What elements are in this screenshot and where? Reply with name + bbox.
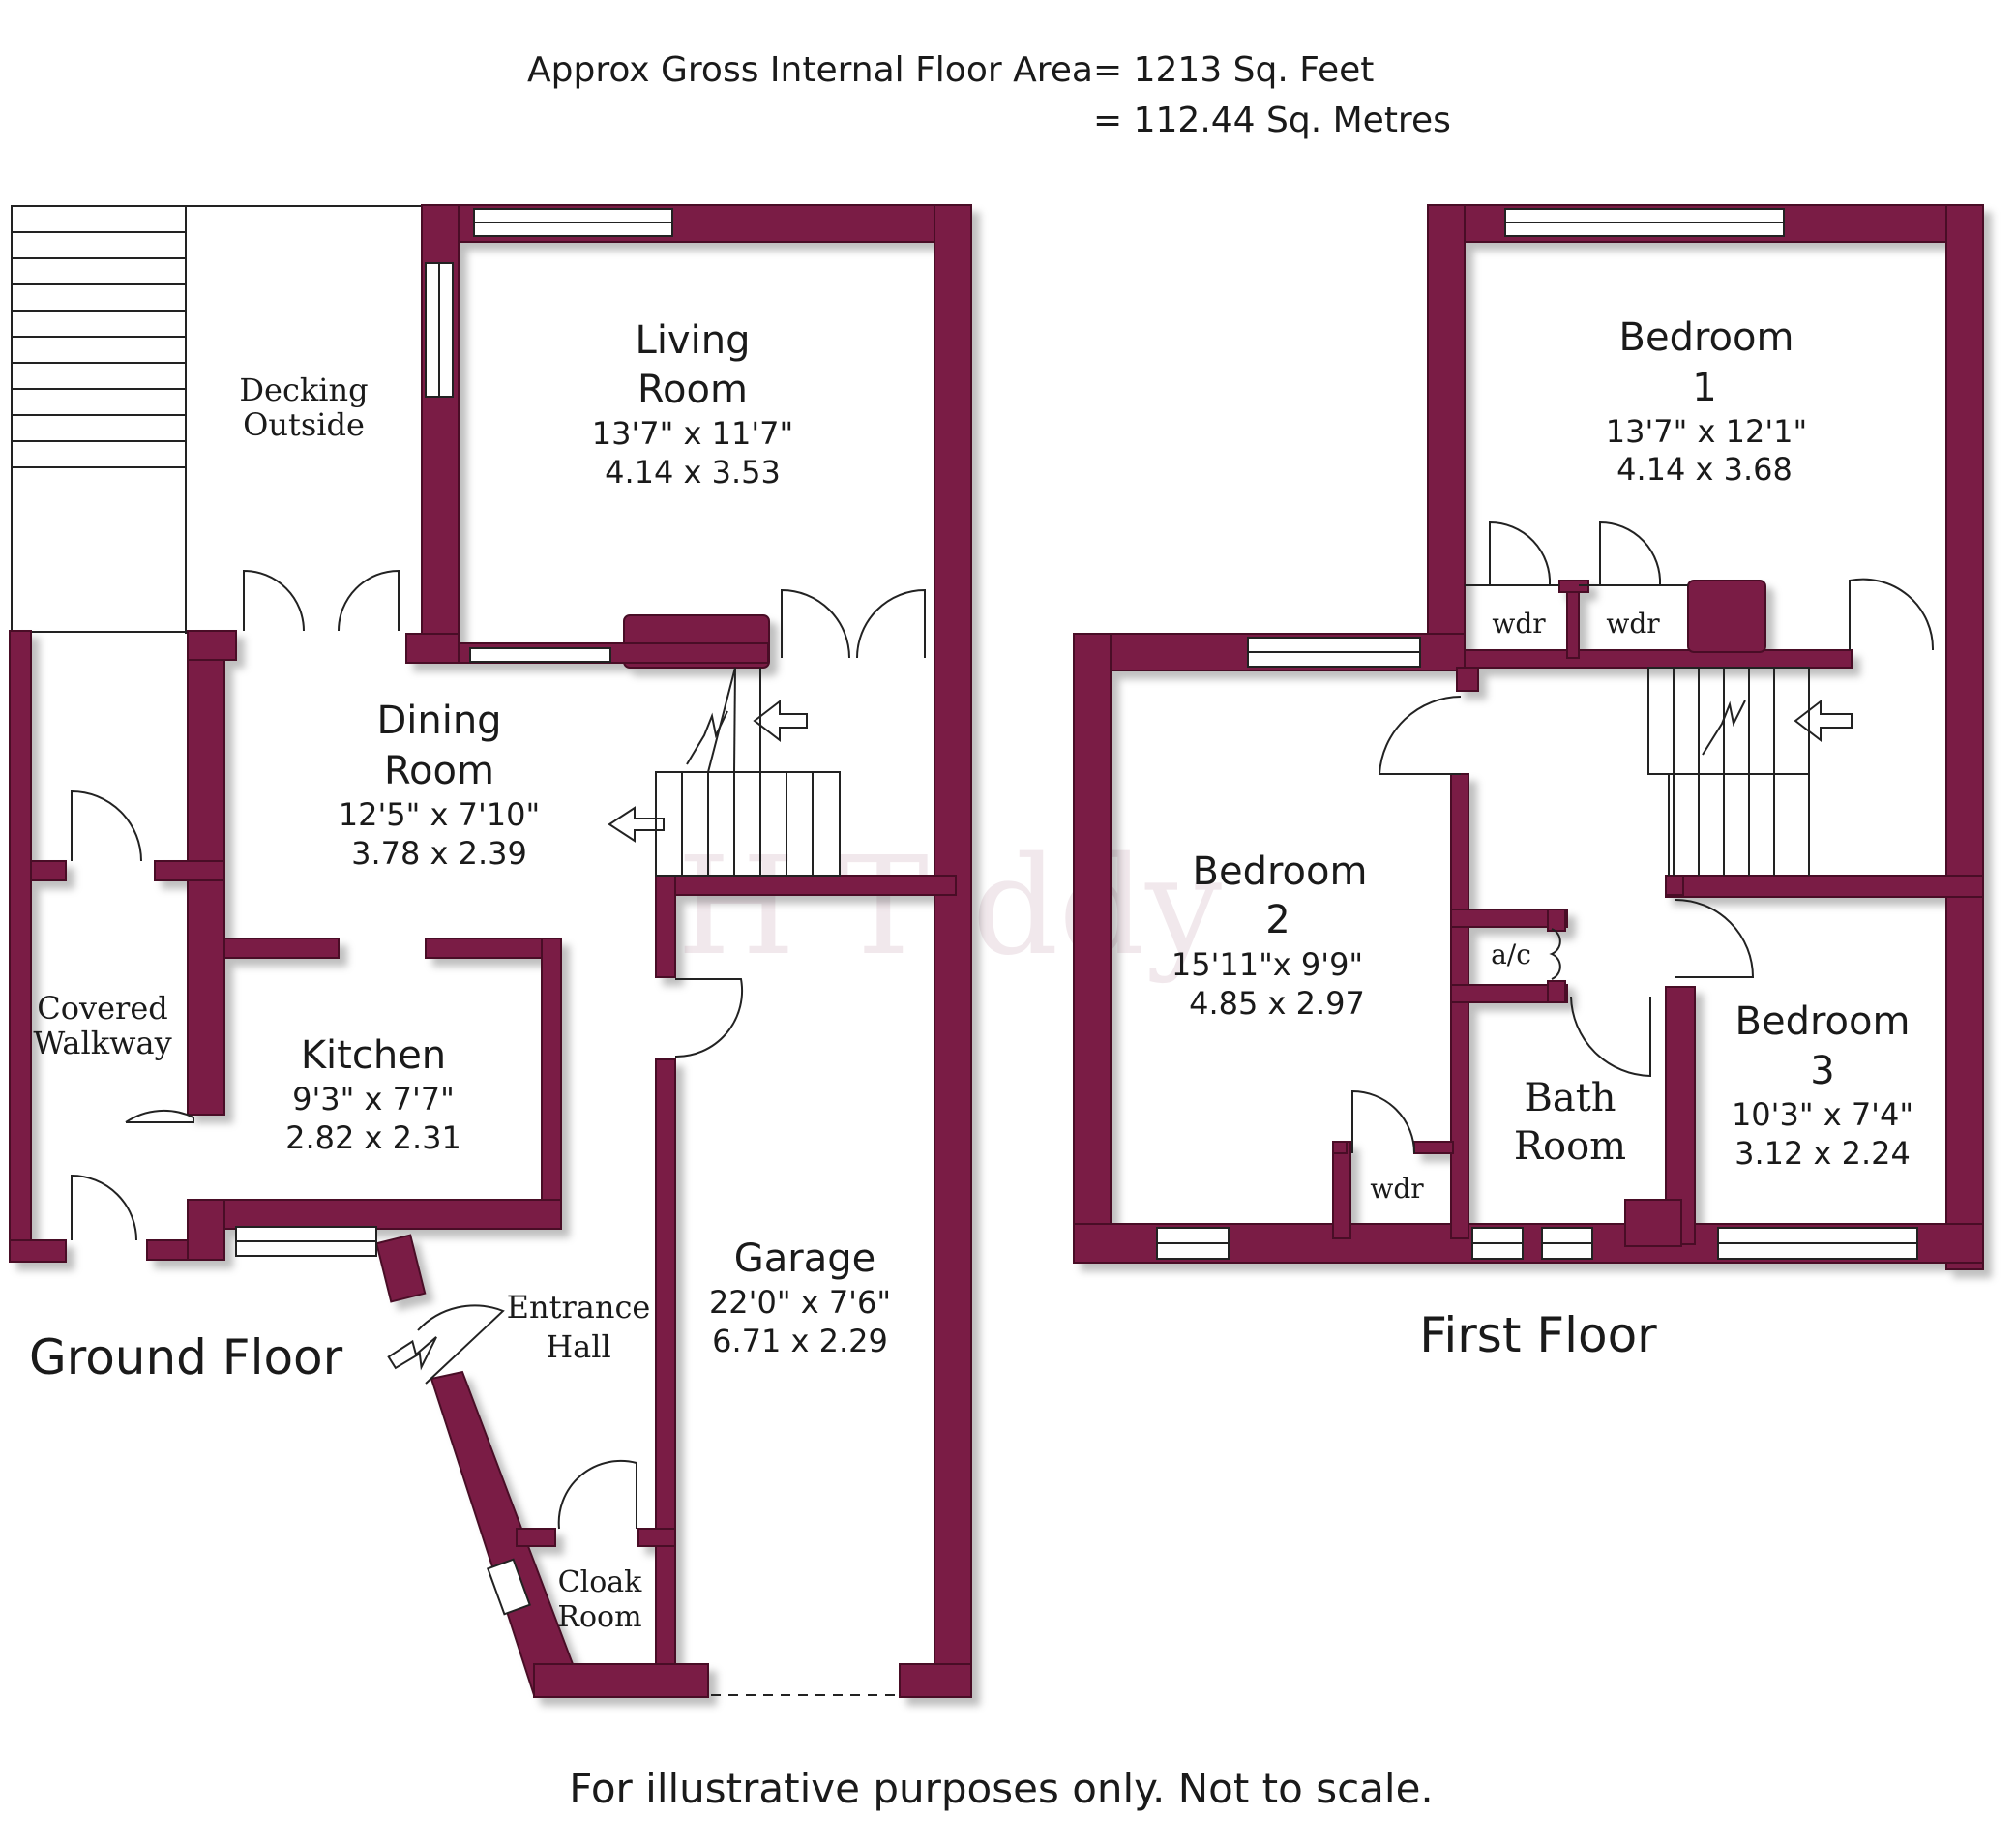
disclaimer: For illustrative purposes only. Not to s…: [569, 1765, 1434, 1812]
dining-room-imperial: 12'5" x 7'10": [339, 796, 540, 833]
first-stairs: [1647, 667, 1853, 876]
first-floor-plan: [1073, 204, 1984, 1270]
cloak-room-label-1: Cloak: [558, 1565, 642, 1599]
garage-imperial: 22'0" x 7'6": [709, 1284, 891, 1321]
bedroom3-name-1: Bedroom: [1735, 999, 1911, 1044]
garage-metric: 6.71 x 2.29: [712, 1323, 888, 1359]
living-room-imperial: 13'7" x 11'7": [592, 415, 793, 452]
garage-name: Garage: [734, 1236, 875, 1281]
dining-room-name-2: Room: [384, 749, 494, 793]
kitchen-name: Kitchen: [301, 1033, 446, 1078]
wdr-label-2: wdr: [1606, 608, 1660, 640]
ground-floor-title: Ground Floor: [29, 1329, 343, 1385]
bedroom2-metric: 4.85 x 2.97: [1189, 985, 1365, 1022]
walkway-label-2: Walkway: [33, 1025, 171, 1061]
wdr-label-1: wdr: [1492, 608, 1546, 640]
decking-area: [11, 205, 422, 634]
cloak-room-label-2: Room: [557, 1600, 641, 1634]
stair-arrow-icon: [1794, 699, 1853, 743]
bedroom3-metric: 3.12 x 2.24: [1734, 1135, 1911, 1172]
kitchen-imperial: 9'3" x 7'7": [292, 1081, 455, 1117]
ac-label: a/c: [1491, 938, 1531, 970]
bedroom1-imperial: 13'7" x 12'1": [1606, 413, 1807, 450]
bedroom2-imperial: 15'11"x 9'9": [1171, 946, 1363, 983]
bathroom-label-2: Room: [1514, 1124, 1626, 1169]
first-floor-title: First Floor: [1419, 1307, 1657, 1363]
bedroom3-name-2: 3: [1810, 1049, 1834, 1093]
kitchen-metric: 2.82 x 2.31: [285, 1119, 461, 1156]
bathroom-label-1: Bath: [1524, 1076, 1616, 1120]
walkway-label-1: Covered: [37, 990, 167, 1027]
bedroom2-name-1: Bedroom: [1193, 849, 1368, 894]
area-label: Approx Gross Internal Floor Area: [527, 50, 1093, 90]
living-room-metric: 4.14 x 3.53: [605, 454, 781, 491]
bedroom2-name-2: 2: [1265, 898, 1290, 942]
stair-arrow-icon: [608, 806, 665, 843]
decking-label-1: Decking: [239, 372, 368, 408]
entrance-hall-label-1: Entrance: [507, 1289, 651, 1326]
entrance-arrow-icon: [387, 1336, 437, 1371]
decking-label-2: Outside: [243, 406, 365, 443]
stair-arrow-icon: [753, 699, 808, 743]
living-room-name-2: Room: [637, 368, 748, 412]
bedroom3-imperial: 10'3" x 7'4": [1732, 1096, 1913, 1133]
dining-room-name-1: Dining: [376, 699, 501, 743]
wdr-label-3: wdr: [1370, 1173, 1424, 1205]
area-sqm: = 112.44 Sq. Metres: [1093, 101, 1451, 140]
bedroom1-metric: 4.14 x 3.68: [1616, 451, 1793, 488]
ground-floor-plan: [9, 204, 972, 1698]
living-room-name-1: Living: [636, 318, 751, 363]
dining-room-metric: 3.78 x 2.39: [351, 835, 527, 872]
entrance-hall-label-2: Hall: [546, 1328, 610, 1365]
bedroom1-name-1: Bedroom: [1619, 315, 1794, 360]
area-sqft: = 1213 Sq. Feet: [1093, 50, 1374, 90]
ground-stairs: [608, 667, 841, 877]
bedroom1-name-2: 1: [1692, 366, 1716, 410]
